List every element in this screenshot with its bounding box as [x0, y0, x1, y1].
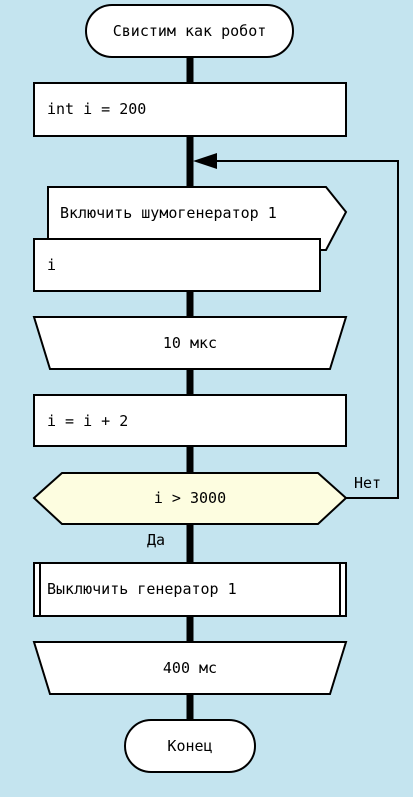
init-label: int i = 200: [47, 100, 147, 118]
delay1-label: 10 мкс: [162, 334, 218, 352]
delay1-shape: [32, 316, 348, 370]
delay2-shape: [32, 641, 348, 695]
param-block-shape: [33, 238, 321, 292]
loop-back-line: [200, 160, 399, 499]
action-on-param-label: i: [47, 256, 57, 274]
delay2-label: 400 мс: [162, 659, 218, 677]
condition-shape: [32, 472, 348, 525]
yes-branch-label: Да: [147, 531, 166, 549]
increment-block-shape: [33, 394, 347, 447]
action-off-shape: [33, 562, 347, 617]
condition-label: i > 3000: [153, 489, 227, 507]
start-terminator-shape: [85, 4, 294, 58]
no-branch-label: Нет: [354, 474, 382, 492]
increment-label: i = i + 2: [47, 412, 129, 430]
end-label: Конец: [167, 737, 213, 755]
action-on-label: Включить шумогенератор 1: [60, 204, 277, 222]
action-off-label: Выключить генератор 1: [47, 580, 237, 598]
end-terminator-shape: [124, 719, 256, 773]
start-label: Свистим как робот: [112, 22, 267, 40]
init-block-shape: [33, 82, 347, 137]
loop-arrow-icon: [193, 153, 217, 169]
